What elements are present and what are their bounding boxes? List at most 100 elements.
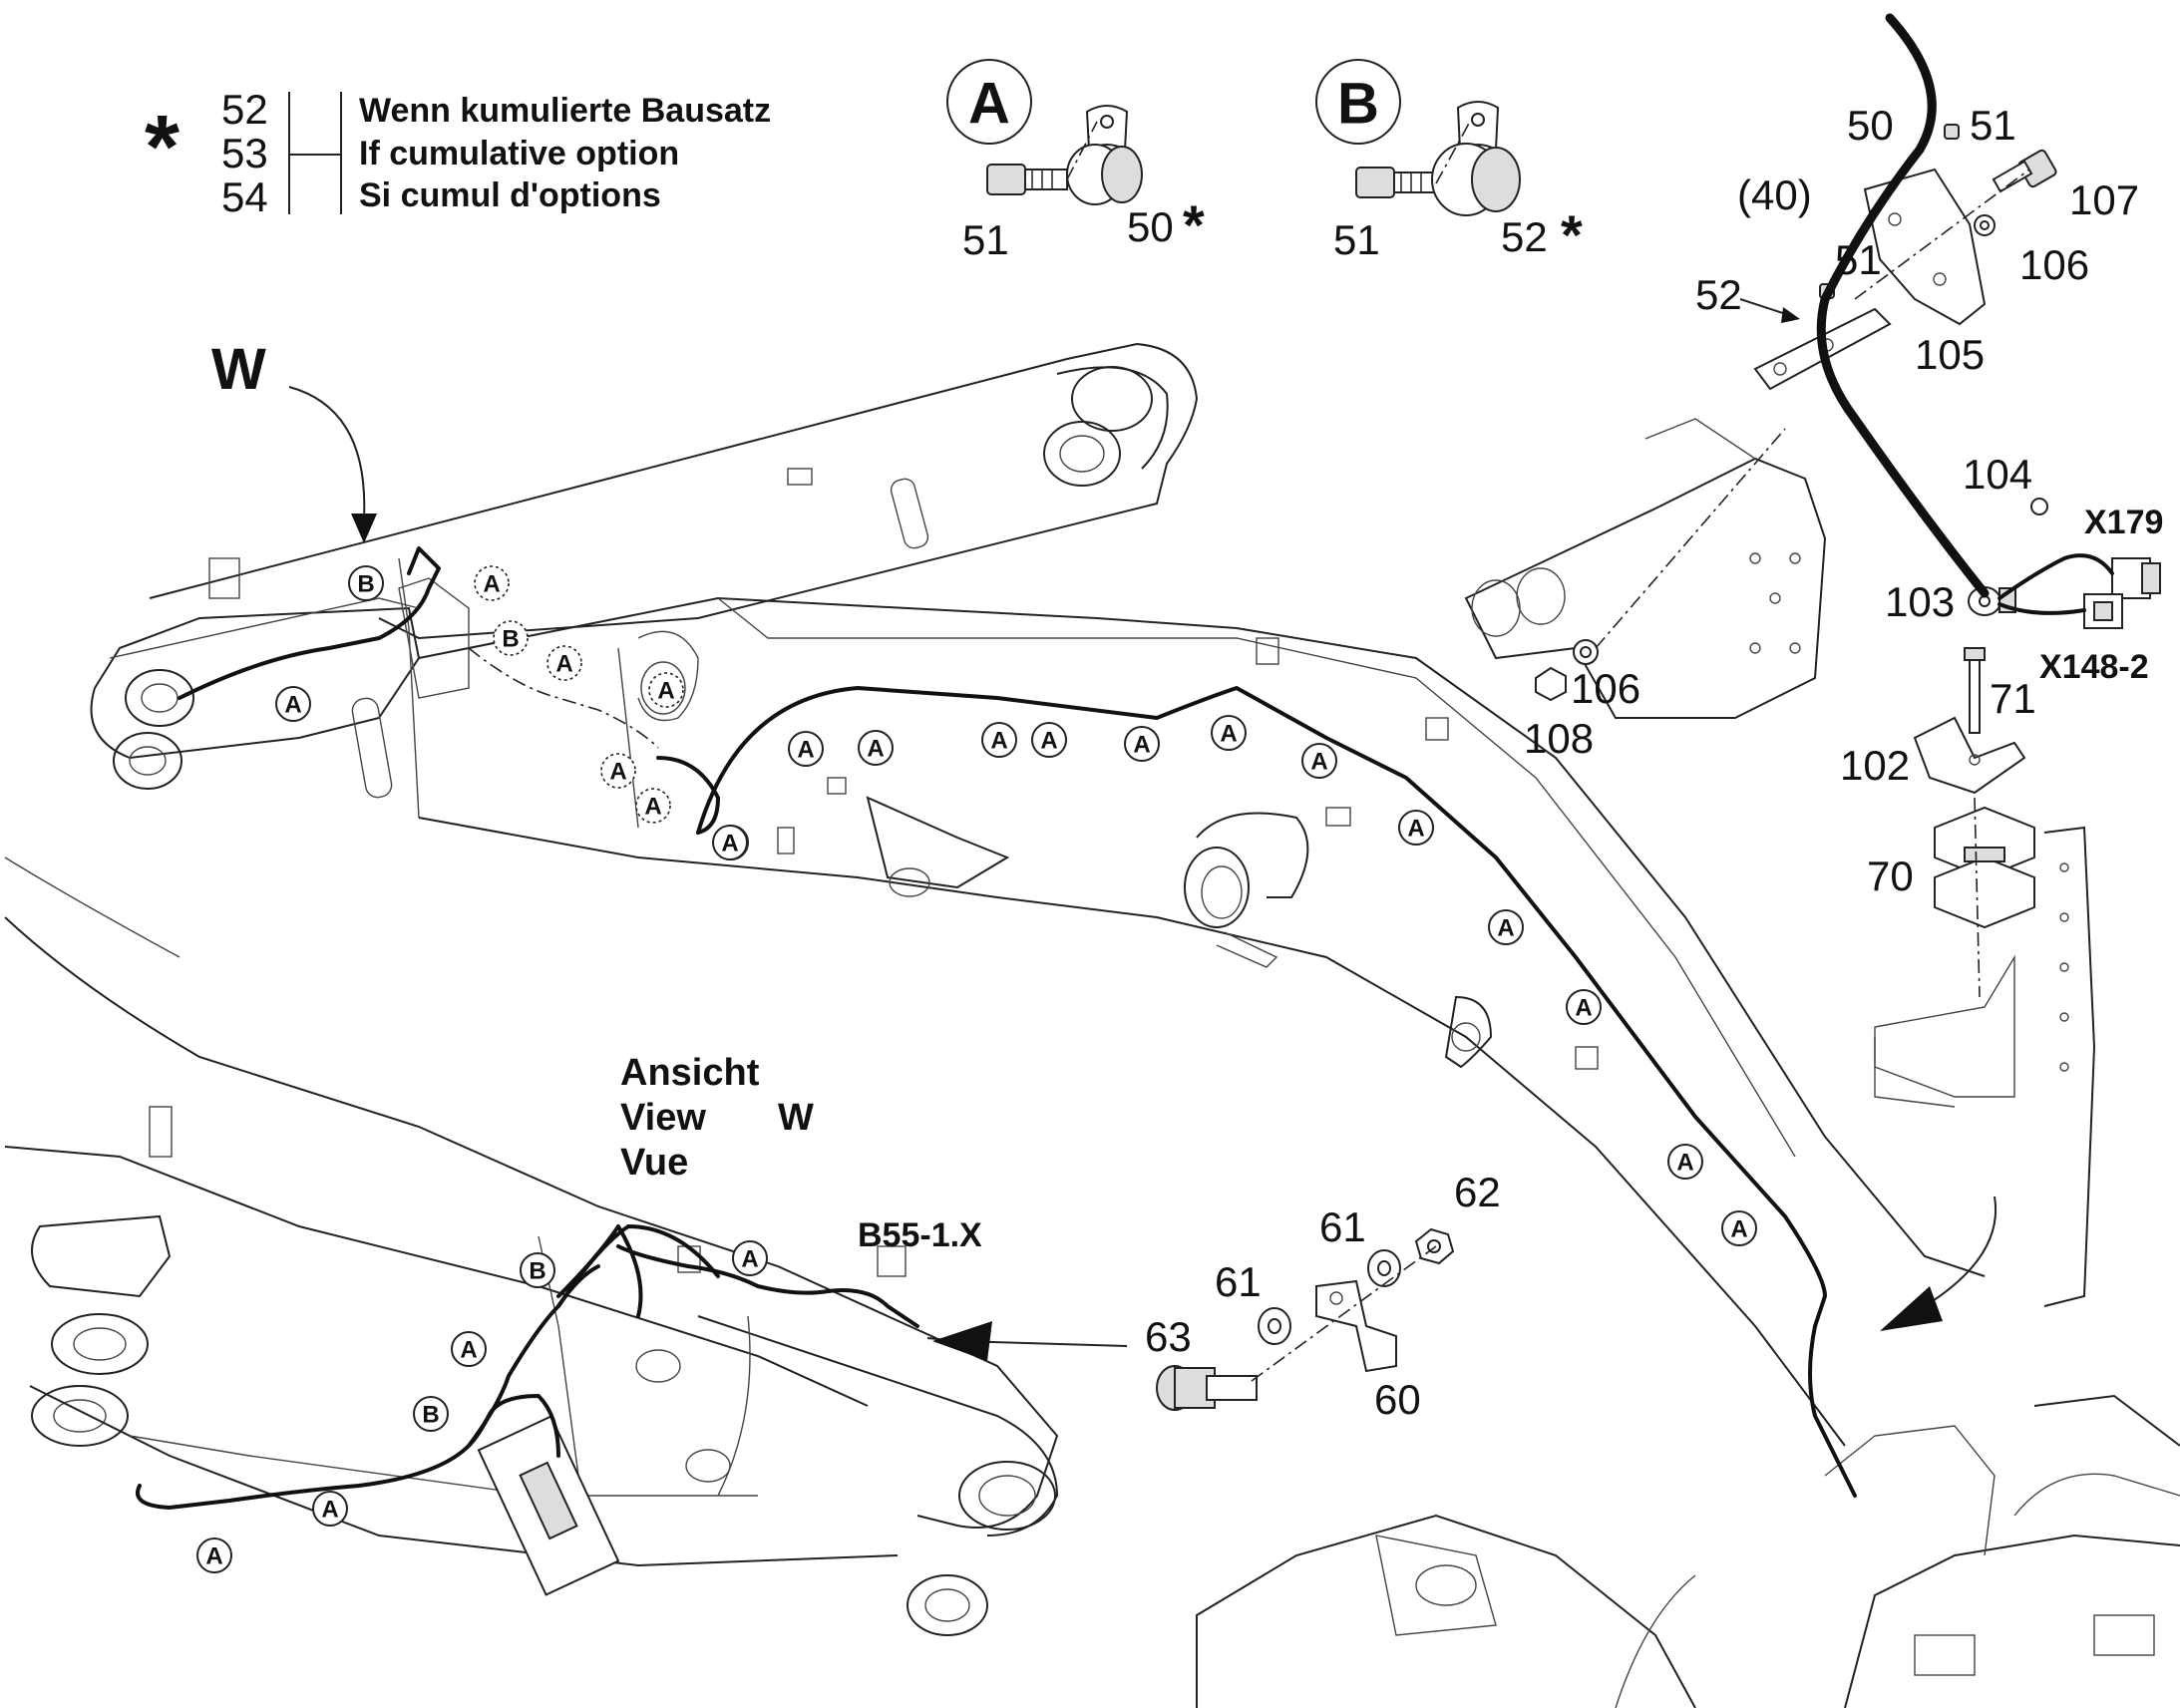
callout-a-dotted <box>635 788 671 824</box>
plug-x179 <box>2111 557 2161 599</box>
boom-bottom-edge <box>418 817 1846 1447</box>
label-62: 62 <box>1454 1169 1501 1215</box>
svg-text:A: A <box>609 759 626 786</box>
legend-line-en: If cumulative option <box>359 135 679 172</box>
label-61-upper: 61 <box>1319 1203 1366 1250</box>
svg-text:A: A <box>990 728 1007 755</box>
callout-a-dotted <box>648 672 684 708</box>
boom-top-inner-edge <box>717 597 1796 1158</box>
lower-boom-inner-edge <box>4 1146 869 1407</box>
callout-a <box>858 730 894 766</box>
callout-a <box>1398 810 1434 846</box>
callout-b <box>348 565 384 601</box>
detail-b-letter: B <box>1337 72 1379 137</box>
detail-a-clamp <box>1066 105 1143 205</box>
view-label-letter: W <box>778 1097 814 1139</box>
svg-text:A: A <box>205 1543 222 1570</box>
callout-a <box>1667 1144 1703 1180</box>
plug-x148 <box>2083 593 2123 629</box>
view-label-de: Ansicht <box>620 1052 760 1094</box>
washer-61-lower <box>1258 1307 1291 1345</box>
callout-a <box>1488 909 1524 945</box>
callout-a-dotted <box>546 645 582 681</box>
screw-63 <box>1156 1365 1258 1411</box>
cable-x179 <box>1998 553 2114 600</box>
legend-item-53: 53 <box>221 130 268 176</box>
legend-item-52: 52 <box>221 86 268 133</box>
lower-boom-end-pin <box>958 1461 1056 1531</box>
svg-text:A: A <box>1676 1150 1693 1177</box>
detail-b-screw <box>1355 167 1437 198</box>
upper-boom-cylinder-eye <box>1071 366 1153 432</box>
harness-lower-b <box>616 1244 919 1328</box>
left-pin-2 <box>113 732 182 790</box>
harness-left <box>178 546 441 700</box>
label-51-top: 51 <box>1970 102 2016 149</box>
label-102: 102 <box>1840 742 1910 789</box>
svg-text:A: A <box>321 1497 338 1524</box>
svg-text:A: A <box>644 794 661 821</box>
detail-b-circle <box>1315 59 1401 145</box>
lower-boom-outer-top <box>4 916 1059 1529</box>
label-63: 63 <box>1145 1313 1192 1360</box>
svg-text:A: A <box>657 678 674 705</box>
detail-a-mark: * <box>1183 193 1205 256</box>
arrow-b55-head <box>932 1321 992 1361</box>
label-108: 108 <box>1524 715 1594 762</box>
lower-left-pin-1 <box>51 1313 149 1375</box>
label-105: 105 <box>1915 331 1985 378</box>
cable-40 <box>1816 13 1990 598</box>
callout-a <box>451 1331 487 1367</box>
mounting-plate-large <box>1464 457 1827 719</box>
lower-boom-end <box>697 1315 1059 1537</box>
harness-lower-a <box>136 1264 600 1510</box>
left-pin-1 <box>125 669 194 727</box>
detail-a-part-50: 50 <box>1127 203 1174 250</box>
label-61-lower: 61 <box>1215 1258 1262 1305</box>
frame-top-right <box>2033 1394 2180 1447</box>
view-marker-letter: W <box>211 337 266 402</box>
label-b55: B55-1.X <box>858 1216 982 1254</box>
boom-swivel <box>1196 812 1309 898</box>
lower-boom-bottom-pin <box>907 1574 988 1636</box>
detail-b-axis <box>1435 119 1472 184</box>
svg-text:B: B <box>502 626 519 653</box>
label-51-mid: 51 <box>1835 236 1882 283</box>
callout-a <box>1566 989 1602 1025</box>
svg-text:A: A <box>867 736 884 763</box>
svg-text:A: A <box>741 1246 758 1273</box>
callout-a <box>1031 722 1067 758</box>
screw-51-top <box>1944 124 1960 140</box>
upper-boom-end <box>1056 366 1169 470</box>
callout-b <box>413 1396 449 1432</box>
main-boom <box>90 342 1986 1447</box>
harness-main <box>696 686 1827 1328</box>
callout-a <box>981 722 1017 758</box>
svg-text:A: A <box>797 737 814 764</box>
harness-end <box>1808 1324 1857 1498</box>
nut-108 <box>1535 666 1567 702</box>
screw-107 <box>1992 149 2057 193</box>
boom-swivel-pin <box>1184 847 1250 928</box>
legend-item-54: 54 <box>221 173 268 220</box>
svg-text:B: B <box>422 1402 439 1429</box>
label-106-top: 106 <box>2019 241 2089 288</box>
svg-text:B: B <box>357 571 374 598</box>
label-107: 107 <box>2069 176 2139 223</box>
callout-b <box>520 1252 555 1288</box>
boom-lug <box>1444 995 1493 1069</box>
callout-solid: B A A A A A A A A A A A A A A A B A <box>196 565 1757 1573</box>
svg-text:A: A <box>1040 728 1057 755</box>
svg-text:B: B <box>529 1258 545 1285</box>
screw-104 <box>2030 498 2048 515</box>
frame-left-block <box>1196 1514 1696 1708</box>
callout-a <box>1211 715 1247 751</box>
callout-a-dotted <box>474 565 510 601</box>
boom-left-clevis <box>90 606 421 760</box>
right-part-numbers: 50 51 (40) 107 106 51 52 105 104 103 X17… <box>1524 102 2163 899</box>
plate-102 <box>1913 716 2026 795</box>
detail-a-screw <box>986 164 1068 195</box>
callout-a <box>1124 726 1160 762</box>
